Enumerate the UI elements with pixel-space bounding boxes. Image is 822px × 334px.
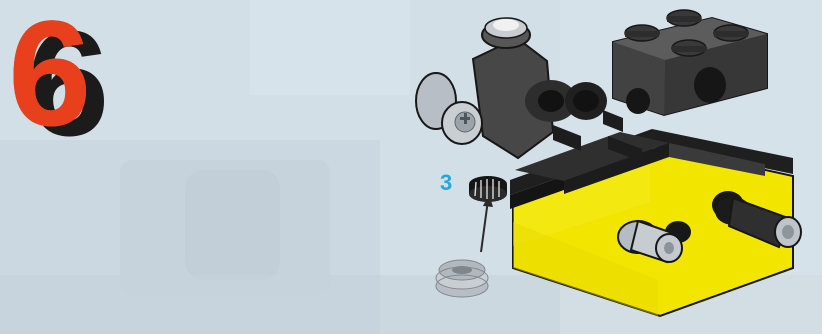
gear-wheel-icon (436, 260, 488, 297)
small-gear-icon (469, 176, 507, 202)
step-number-block: 6 6 (8, 4, 138, 144)
step-number: 6 (8, 0, 91, 148)
lego-model-assembly-icon (395, 0, 822, 334)
assembly-arrow-icon (481, 194, 493, 252)
connector-left-icon (416, 73, 482, 144)
connector-middle-icon (525, 80, 607, 122)
